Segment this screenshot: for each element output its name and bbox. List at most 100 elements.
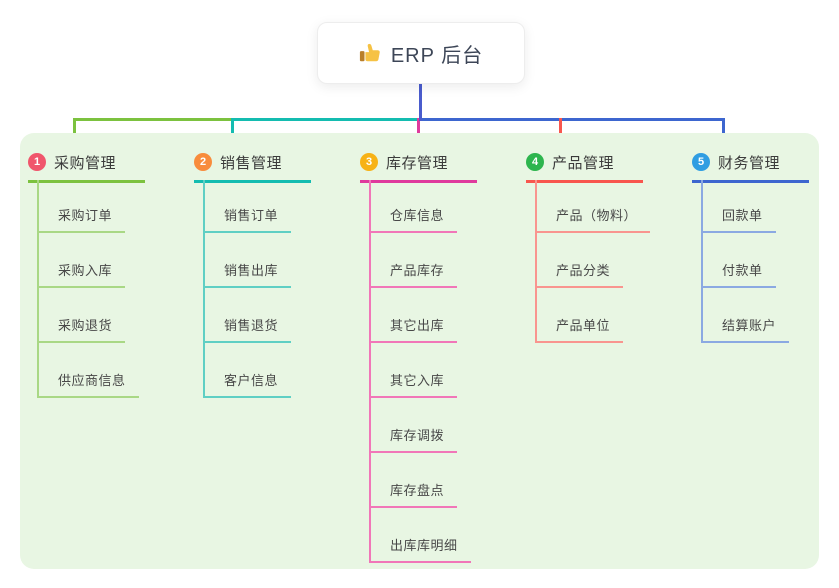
child-row: 库存盘点 [360, 453, 510, 508]
child-label: 出库库明细 [390, 538, 458, 553]
child-row: 产品单位 [526, 288, 676, 343]
child-node[interactable]: 采购订单 [37, 205, 126, 233]
child-label: 付款单 [722, 263, 763, 278]
child-row: 供应商信息 [28, 343, 178, 398]
trunk-segment-5 [420, 118, 725, 121]
branch-column-4: 4 产品管理 产品（物料） 产品分类 产品单位 [526, 150, 676, 343]
child-label: 采购退货 [58, 318, 113, 333]
branch-number-badge: 3 [360, 153, 378, 171]
child-row: 产品分类 [526, 233, 676, 288]
trunk-segment-4 [420, 118, 561, 121]
child-label: 回款单 [722, 208, 763, 223]
child-row: 采购退货 [28, 288, 178, 343]
child-row: 销售订单 [194, 178, 344, 233]
child-label: 其它入库 [390, 373, 445, 388]
child-label: 采购订单 [58, 208, 113, 223]
child-row: 其它出库 [360, 288, 510, 343]
branch-number-badge: 1 [28, 153, 46, 171]
child-node[interactable]: 库存盘点 [369, 480, 458, 508]
child-label: 产品分类 [556, 263, 611, 278]
child-label: 客户信息 [224, 373, 279, 388]
branches-panel [20, 133, 819, 569]
branch-header[interactable]: 5 财务管理 [692, 150, 809, 183]
child-node[interactable]: 回款单 [701, 205, 776, 233]
branch-children: 回款单 付款单 结算账户 [692, 178, 839, 343]
thumbs-up-icon [359, 42, 381, 64]
branch-column-1: 1 采购管理 采购订单 采购入库 采购退货 供应商信息 [28, 150, 178, 398]
child-label: 仓库信息 [390, 208, 445, 223]
child-node[interactable]: 供应商信息 [37, 370, 139, 398]
child-label: 其它出库 [390, 318, 445, 333]
child-node[interactable]: 产品单位 [535, 315, 624, 343]
branch-children: 采购订单 采购入库 采购退货 供应商信息 [28, 178, 178, 398]
branch-children: 产品（物料） 产品分类 产品单位 [526, 178, 676, 343]
child-connector-line [535, 180, 537, 343]
child-row: 出库库明细 [360, 508, 510, 563]
child-label: 产品单位 [556, 318, 611, 333]
child-row: 采购订单 [28, 178, 178, 233]
child-label: 库存调拨 [390, 428, 445, 443]
child-row: 结算账户 [692, 288, 839, 343]
child-node[interactable]: 客户信息 [203, 370, 292, 398]
child-node[interactable]: 其它入库 [369, 370, 458, 398]
root-title: ERP 后台 [390, 44, 484, 67]
branch-column-2: 2 销售管理 销售订单 销售出库 销售退货 客户信息 [194, 150, 344, 398]
child-node[interactable]: 产品分类 [535, 260, 624, 288]
branch-label: 销售管理 [220, 154, 283, 172]
child-node[interactable]: 销售退货 [203, 315, 292, 343]
child-node[interactable]: 出库库明细 [369, 535, 471, 563]
child-node[interactable]: 库存调拨 [369, 425, 458, 453]
child-label: 采购入库 [58, 263, 113, 278]
branch-label: 产品管理 [552, 154, 615, 172]
branch-number-badge: 5 [692, 153, 710, 171]
child-connector-line [701, 180, 703, 343]
branch-label: 库存管理 [386, 154, 449, 172]
branch-children: 销售订单 销售出库 销售退货 客户信息 [194, 178, 344, 398]
branch-header[interactable]: 4 产品管理 [526, 150, 643, 183]
child-label: 销售订单 [224, 208, 279, 223]
trunk-segment-2 [232, 118, 421, 121]
branch-column-3: 3 库存管理 仓库信息 产品库存 其它出库 其它入库 库存调拨 库存盘点 出库库… [360, 150, 510, 563]
child-node[interactable]: 产品（物料） [535, 205, 651, 233]
child-row: 仓库信息 [360, 178, 510, 233]
branch-header[interactable]: 2 销售管理 [194, 150, 311, 183]
child-label: 产品库存 [390, 263, 445, 278]
child-label: 销售出库 [224, 263, 279, 278]
child-row: 采购入库 [28, 233, 178, 288]
child-connector-line [37, 180, 39, 398]
trunk-segment-1 [74, 118, 421, 121]
child-node[interactable]: 付款单 [701, 260, 776, 288]
child-row: 销售退货 [194, 288, 344, 343]
child-node[interactable]: 销售订单 [203, 205, 292, 233]
branch-header[interactable]: 1 采购管理 [28, 150, 145, 183]
child-connector-line [203, 180, 205, 398]
child-label: 供应商信息 [58, 373, 126, 388]
child-node[interactable]: 销售出库 [203, 260, 292, 288]
child-row: 销售出库 [194, 233, 344, 288]
child-node[interactable]: 产品库存 [369, 260, 458, 288]
child-label: 产品（物料） [556, 208, 638, 223]
child-row: 付款单 [692, 233, 839, 288]
child-node[interactable]: 仓库信息 [369, 205, 458, 233]
child-node[interactable]: 结算账户 [701, 315, 790, 343]
child-node[interactable]: 其它出库 [369, 315, 458, 343]
branch-number-badge: 4 [526, 153, 544, 171]
branch-header[interactable]: 3 库存管理 [360, 150, 477, 183]
branch-children: 仓库信息 产品库存 其它出库 其它入库 库存调拨 库存盘点 出库库明细 [360, 178, 510, 563]
child-row: 其它入库 [360, 343, 510, 398]
child-label: 库存盘点 [390, 483, 445, 498]
branch-label: 采购管理 [54, 154, 117, 172]
child-row: 库存调拨 [360, 398, 510, 453]
child-node[interactable]: 采购入库 [37, 260, 126, 288]
branch-number-badge: 2 [194, 153, 212, 171]
child-connector-line [369, 180, 371, 563]
branch-column-5: 5 财务管理 回款单 付款单 结算账户 [692, 150, 839, 343]
root-node[interactable]: ERP 后台 [317, 22, 525, 84]
child-node[interactable]: 采购退货 [37, 315, 126, 343]
child-row: 回款单 [692, 178, 839, 233]
branch-label: 财务管理 [718, 154, 781, 172]
child-label: 结算账户 [722, 318, 777, 333]
root-trunk-line [418, 82, 422, 121]
child-row: 客户信息 [194, 343, 344, 398]
